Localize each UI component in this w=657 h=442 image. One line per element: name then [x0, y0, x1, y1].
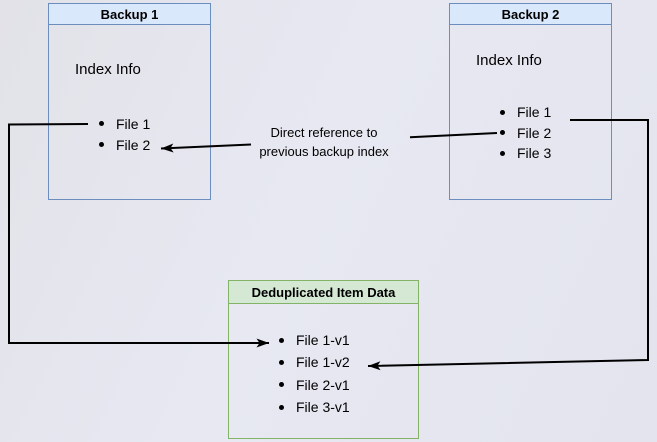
- item-label: File 1-v2: [296, 354, 350, 371]
- item-label: File 2: [116, 136, 151, 153]
- backup1-file-list: File 1 File 2: [99, 113, 150, 155]
- dedup-title: Deduplicated Item Data: [251, 284, 396, 300]
- bullet-icon: [99, 121, 104, 126]
- bullet-icon: [99, 142, 104, 147]
- bullet-icon: [500, 130, 505, 136]
- item-label: File 2: [517, 124, 552, 141]
- bullet-icon: [279, 359, 284, 365]
- list-item: File 3: [500, 143, 551, 164]
- backup1-header: Backup 1: [49, 4, 210, 25]
- bullet-icon: [279, 382, 284, 388]
- dedup-box: Deduplicated Item Data File 1-v1 File 1-…: [228, 280, 419, 439]
- direct-reference-label-line1: Direct reference to: [270, 125, 378, 140]
- list-item: File 2: [99, 134, 150, 155]
- item-label: File 2-v1: [296, 376, 350, 393]
- item-label: File 3-v1: [296, 399, 350, 416]
- backup2-index-info-label: Index Info: [476, 52, 542, 69]
- item-label: File 1: [116, 115, 151, 132]
- direct-reference-label: Direct reference to previous backup inde…: [234, 123, 414, 161]
- dedup-file-list: File 1-v1 File 1-v2 File 2-v1 File 3-v1: [279, 329, 350, 418]
- backup2-title: Backup 2: [501, 6, 560, 22]
- backup2-header: Backup 2: [450, 4, 611, 25]
- list-item: File 1-v2: [279, 351, 350, 373]
- bullet-icon: [500, 109, 505, 115]
- list-item: File 1: [500, 102, 551, 123]
- list-item: File 3-v1: [279, 396, 350, 418]
- backup1-box: Backup 1 Index Info File 1 File 2: [48, 3, 211, 200]
- bullet-icon: [500, 150, 505, 156]
- list-item: File 2-v1: [279, 374, 350, 396]
- bullet-icon: [279, 404, 284, 410]
- list-item: File 1-v1: [279, 329, 350, 351]
- backup1-title: Backup 1: [100, 6, 159, 22]
- bullet-icon: [279, 337, 284, 343]
- backup1-index-info-label: Index Info: [75, 61, 141, 78]
- backup2-box: Backup 2 Index Info File 1 File 2 File 3: [449, 3, 612, 200]
- dedup-header: Deduplicated Item Data: [229, 281, 418, 304]
- direct-reference-label-line2: previous backup index: [259, 144, 389, 159]
- backup2-file-list: File 1 File 2 File 3: [500, 102, 551, 164]
- item-label: File 1-v1: [296, 332, 350, 349]
- item-label: File 3: [517, 145, 552, 162]
- list-item: File 1: [99, 113, 150, 134]
- item-label: File 1: [517, 104, 552, 121]
- list-item: File 2: [500, 123, 551, 144]
